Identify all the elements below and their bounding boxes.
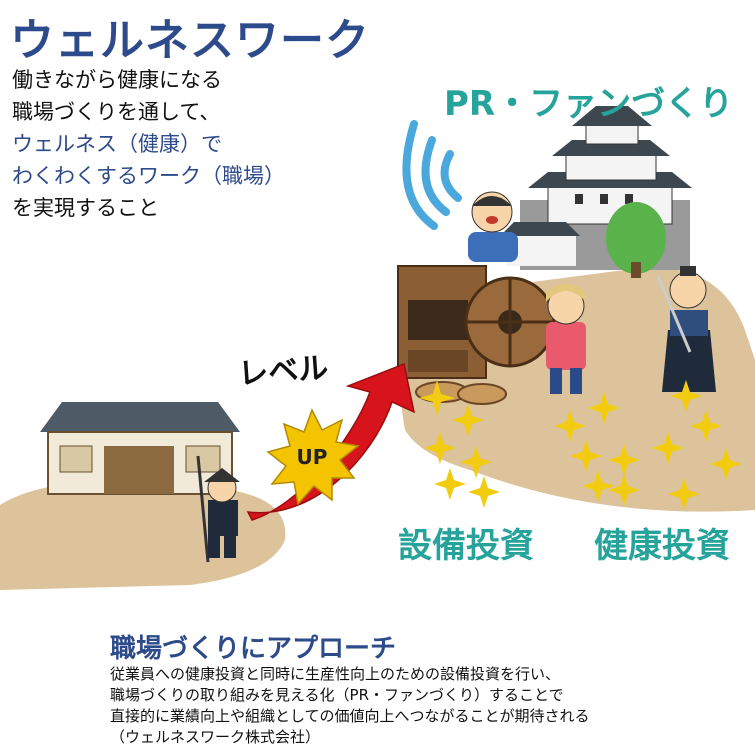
machine-icon [397,265,556,405]
samurai-icon [656,266,716,392]
health-investment-label: 健康投資 [594,526,730,566]
tree-icon [606,202,666,278]
main-title: ウェルネスワーク [10,15,370,66]
intro-text: 働きながら健康になる 職場づくりを通して、 ウェルネス（健康）で わくわくするワ… [12,64,285,224]
level-label: レベル [237,350,330,393]
approach-line-2: 職場づくりの取り組みを見える化（PR・ファンづくり）することで [110,686,564,704]
signal-waves-icon [402,120,462,230]
person-cheering-icon [468,191,518,262]
left-ground [0,481,286,590]
approach-line-3: 直接的に業績向上や組織としての価値向上へつながることが期待される [110,707,590,725]
intro-line-1: 働きながら健康になる [12,68,222,92]
approach-title: 職場づくりにアプローチ [110,634,397,664]
approach-description: 従業員への健康投資と同時に生産性向上のための設備投資を行い、 職場づくりの取り組… [110,664,590,748]
up-label: UP [297,445,328,469]
intro-line-4: わくわくするワーク（職場） [12,164,285,188]
pr-label: PR・ファンづくり [444,84,734,124]
intro-line-3: ウェルネス（健康）で [12,132,222,156]
intro-line-2: 職場づくりを通して、 [12,100,221,124]
house-icon [40,402,240,495]
foot-soldier-icon [196,455,240,563]
up-burst-icon [266,408,360,506]
intro-line-5: を実現すること [12,196,159,220]
approach-line-1: 従業員への健康投資と同時に生産性向上のための設備投資を行い、 [110,665,561,683]
equipment-investment-label: 設備投資 [398,526,534,566]
approach-credit: （ウェルネスワーク株式会社） [110,728,321,746]
sparkle-icon [419,380,742,510]
woman-worker-icon [546,284,586,394]
